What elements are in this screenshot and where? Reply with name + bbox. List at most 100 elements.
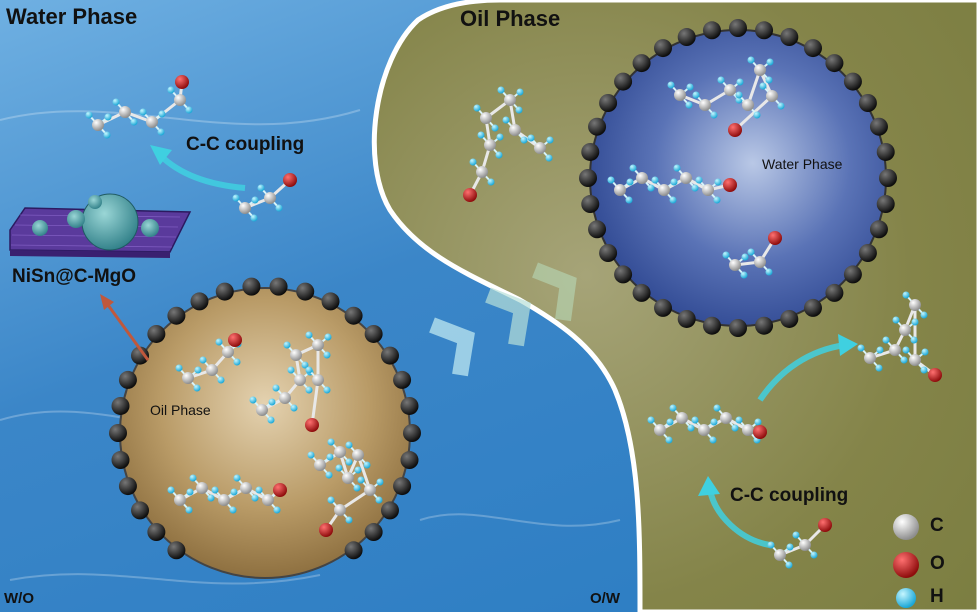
shell-particle (755, 316, 774, 335)
corner-label-wo: W/O (4, 590, 34, 607)
shell-particle (632, 54, 651, 73)
water-phase-title: Water Phase (6, 4, 138, 29)
shell-particle (858, 244, 877, 262)
shell-particle (804, 298, 822, 317)
cc-coupling-label-left: C-C coupling (186, 134, 305, 155)
legend-label-h: H (930, 586, 944, 607)
shell-particle (579, 169, 597, 187)
ethanol-water-droplet (722, 231, 782, 279)
hexanol-water-droplet (607, 164, 737, 204)
shell-particle (269, 277, 288, 296)
oil-phase-title: Oil Phase (460, 6, 561, 31)
legend (893, 514, 919, 608)
shell-particle (380, 346, 399, 365)
shell-particle (242, 277, 261, 296)
shell-particle (400, 396, 419, 415)
shell-particle (215, 282, 234, 301)
shell-particle (364, 523, 383, 542)
shell-particle (825, 283, 844, 302)
shell-particle (588, 220, 607, 239)
shell-particle (147, 523, 166, 542)
shell-particle (614, 265, 633, 284)
shell-particle (702, 21, 721, 40)
shell-particle (876, 142, 895, 161)
shell-particle (677, 309, 696, 328)
branched-alcohol-oil-droplet (249, 331, 332, 432)
shell-particle (599, 244, 618, 262)
shell-particle (403, 424, 421, 442)
shell-particle (190, 292, 209, 311)
shell-particle (869, 117, 888, 136)
shell-particle (393, 370, 412, 389)
water-phase-droplet-label: Water Phase (762, 156, 843, 172)
shell-particle (400, 451, 419, 470)
shell-particle (825, 54, 844, 73)
catalyst-arrow (100, 294, 150, 361)
molecules (85, 56, 942, 569)
shell-particle (364, 324, 383, 343)
shell-particle (869, 220, 888, 239)
hexanol-right (647, 404, 767, 444)
coupling-arrow-left (150, 145, 246, 191)
shell-particle (344, 541, 363, 560)
shell-particle (780, 28, 799, 47)
shell-particle (131, 346, 150, 365)
shell-particle (858, 94, 877, 112)
coupling-arrow-right-bottom (698, 476, 771, 548)
legend-label-o: O (930, 553, 945, 574)
branched-alcohol-oil-phase (463, 86, 554, 202)
legend-oxygen-ball (893, 552, 919, 578)
direction-chevrons (429, 262, 577, 377)
corner-label-ow: O/W (590, 590, 620, 607)
shell-particle (118, 370, 137, 389)
shell-particle (118, 477, 137, 496)
shell-particle (131, 501, 150, 520)
shell-particle (879, 169, 897, 187)
legend-carbon-ball (893, 514, 919, 540)
branched-alcohol-oil-droplet-2 (307, 438, 384, 537)
shell-particle (755, 21, 774, 40)
shell-particle (780, 309, 799, 328)
water-droplet (579, 19, 897, 337)
shell-particle (804, 39, 822, 58)
shell-particle (321, 292, 340, 311)
shell-particle (111, 396, 130, 415)
shell-particle (111, 451, 130, 470)
water-droplet-shell-particles (579, 19, 897, 337)
cc-coupling-label-right: C-C coupling (730, 485, 849, 506)
oil-droplet-shell-particles (109, 277, 421, 560)
shell-particle (344, 306, 363, 325)
catalyst-illustration (9, 193, 192, 258)
legend-hydrogen-ball (896, 588, 916, 608)
hexanol-oil-droplet (167, 474, 287, 514)
shell-particle (167, 306, 186, 325)
shell-particle (654, 39, 672, 58)
shell-particle (588, 117, 607, 136)
coupling-arrow-right-top (757, 334, 858, 402)
shell-particle (876, 195, 895, 214)
branched-alcohol-water-droplet (667, 56, 785, 137)
butanol-molecule-top-left (85, 75, 193, 139)
shell-particle (599, 94, 618, 112)
ethanol-oil-droplet (175, 333, 242, 392)
shell-particle (677, 28, 696, 47)
shell-particle (632, 283, 651, 302)
shell-particle (109, 424, 127, 442)
catalyst-label: NiSn@C-MgO (12, 266, 137, 287)
branched-alcohol-right (857, 291, 942, 382)
shell-particle (167, 541, 186, 560)
shell-particle (614, 72, 633, 91)
shell-particle (581, 142, 600, 161)
shell-particle (380, 501, 399, 520)
ethanol-bottom-right (767, 518, 832, 569)
legend-label-c: C (930, 515, 944, 536)
ethanol-molecule-top (232, 173, 297, 222)
shell-particle (702, 316, 721, 335)
shell-particle (296, 282, 315, 301)
shell-particle (729, 319, 747, 337)
shell-particle (147, 324, 166, 343)
shell-particle (393, 477, 412, 496)
shell-particle (581, 195, 600, 214)
shell-particle (729, 19, 747, 37)
